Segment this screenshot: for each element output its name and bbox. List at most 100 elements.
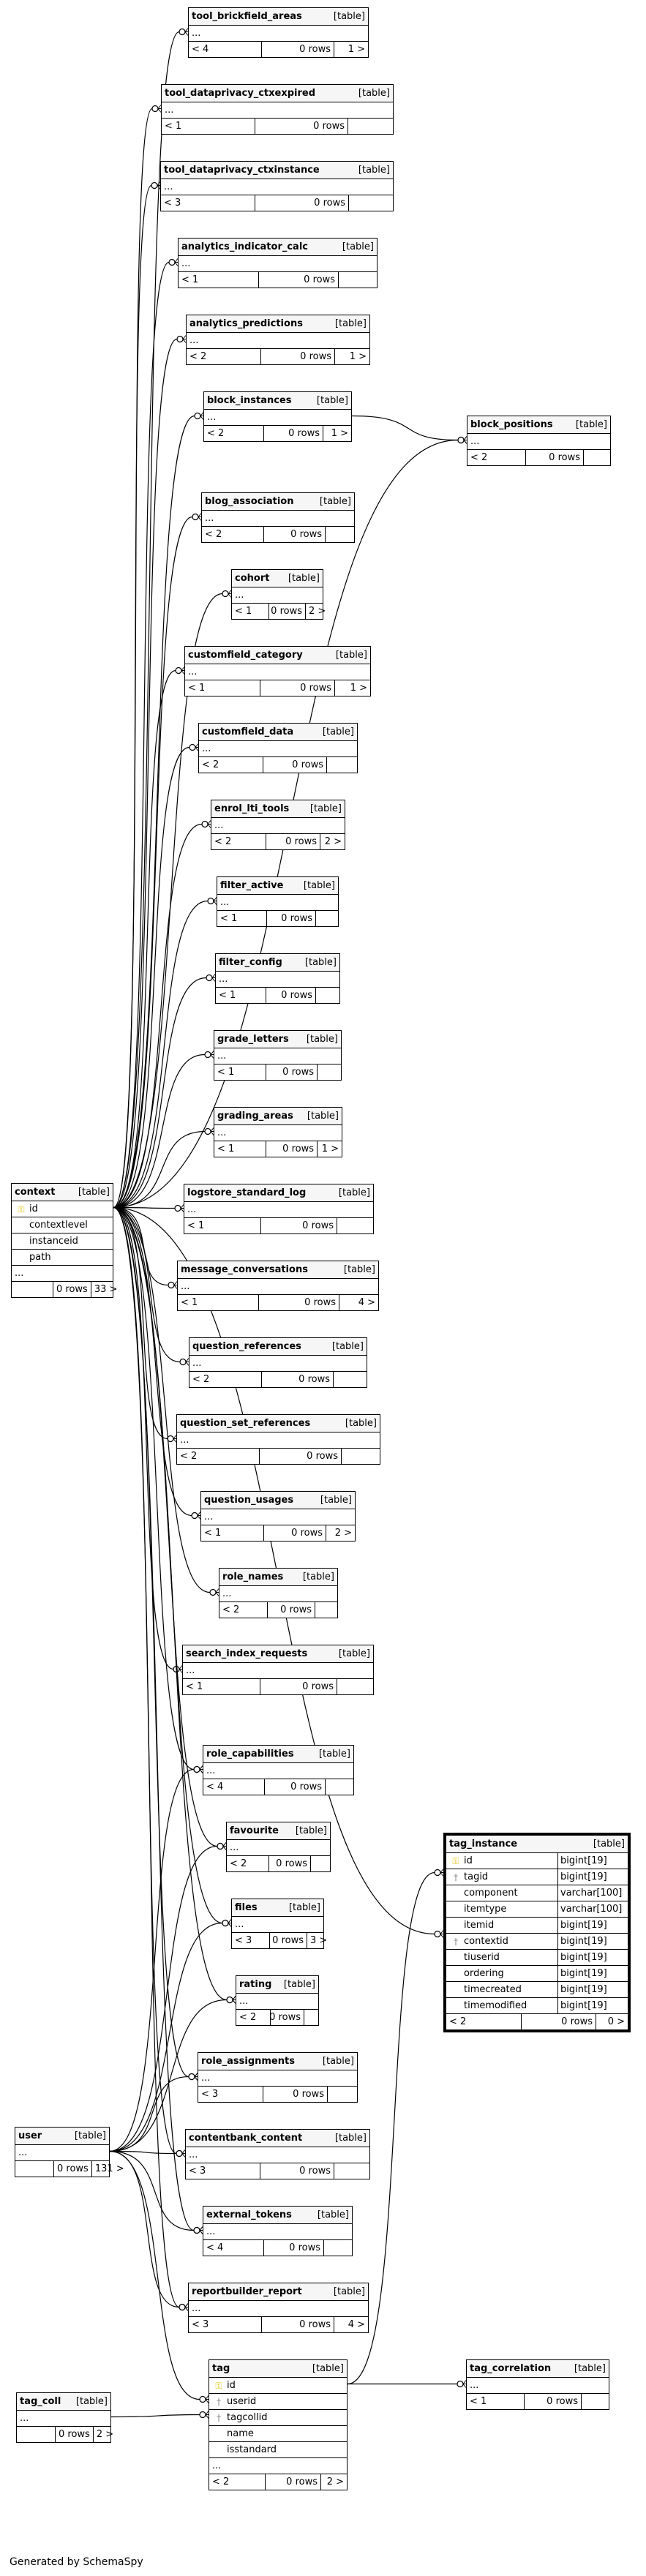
table-header: customfield_category[table] bbox=[185, 647, 370, 664]
crowfoot-icon bbox=[457, 2380, 467, 2388]
column-name: itemid bbox=[446, 1920, 557, 1930]
column-row[interactable]: timemodified bigint[19] bbox=[446, 1998, 628, 2014]
relation-context-filter_config bbox=[113, 977, 207, 1209]
column-name-text: timemodified bbox=[464, 2001, 527, 2010]
table-header: filter_active[table] bbox=[217, 877, 338, 895]
column-row[interactable]: isstandard bbox=[209, 2442, 347, 2458]
parents-count bbox=[12, 1282, 53, 1297]
relation-context-tool_dataprivacy_ctxinstance bbox=[113, 184, 152, 1209]
column-name: itemtype bbox=[446, 1904, 557, 1914]
table-header: grade_letters[table] bbox=[214, 1031, 341, 1048]
table-type-label: [table] bbox=[303, 880, 335, 891]
crowfoot-icon bbox=[194, 412, 204, 420]
row-count: 0 rows bbox=[525, 450, 583, 465]
column-row[interactable]: contextlevel bbox=[12, 1217, 113, 1233]
table-tool-dataprivacy-ctxinstance[interactable]: tool_dataprivacy_ctxinstance[table]...< … bbox=[160, 161, 394, 211]
children-count: 1 > bbox=[317, 1141, 342, 1157]
column-type: varchar[100] bbox=[557, 1901, 628, 1917]
table-tool-dataprivacy-ctxexpired[interactable]: tool_dataprivacy_ctxexpired[table]...< 1… bbox=[161, 84, 394, 135]
column-type: bigint[19] bbox=[557, 1998, 628, 2013]
table-header: question_usages[table] bbox=[201, 1492, 355, 1509]
table-type-label: [table] bbox=[574, 2363, 606, 2374]
column-type: bigint[19] bbox=[557, 1934, 628, 1949]
parents-count: < 3 bbox=[192, 2319, 209, 2330]
column-row[interactable]: †tagcollid bbox=[209, 2410, 347, 2426]
table-header: cohort[table] bbox=[232, 570, 323, 587]
table-type-label: [table] bbox=[312, 2363, 344, 2374]
more-columns-ellipsis: ... bbox=[178, 1279, 378, 1295]
table-header: question_set_references[table] bbox=[177, 1415, 380, 1432]
column-row[interactable]: name bbox=[209, 2426, 347, 2442]
table-name: analytics_predictions bbox=[189, 318, 303, 329]
table-header: logstore_standard_log[table] bbox=[184, 1184, 373, 1202]
row-count: 0 rows bbox=[267, 1602, 315, 1618]
children-count bbox=[326, 757, 357, 773]
table-header: role_assignments[table] bbox=[198, 2053, 357, 2070]
row-count: 0 rows bbox=[266, 1064, 317, 1080]
primary-key-icon: ⚿ bbox=[18, 1204, 25, 1214]
crowfoot-icon bbox=[168, 258, 179, 266]
column-row[interactable]: ⚿id bbox=[12, 1201, 113, 1217]
column-name: path bbox=[12, 1253, 113, 1262]
more-columns-ellipsis: ... bbox=[162, 102, 393, 119]
column-row[interactable]: path bbox=[12, 1250, 113, 1266]
column-row[interactable]: †userid bbox=[209, 2394, 347, 2410]
children-count: 4 > bbox=[334, 2317, 368, 2332]
table-name: cohort bbox=[235, 573, 270, 584]
parents-count: < 2 bbox=[230, 1858, 247, 1869]
more-columns-ellipsis: ... bbox=[161, 179, 393, 195]
column-row[interactable]: ⚿id bbox=[209, 2378, 347, 2394]
column-row[interactable]: instanceid bbox=[12, 1233, 113, 1250]
row-count: 0 rows bbox=[266, 988, 315, 1003]
